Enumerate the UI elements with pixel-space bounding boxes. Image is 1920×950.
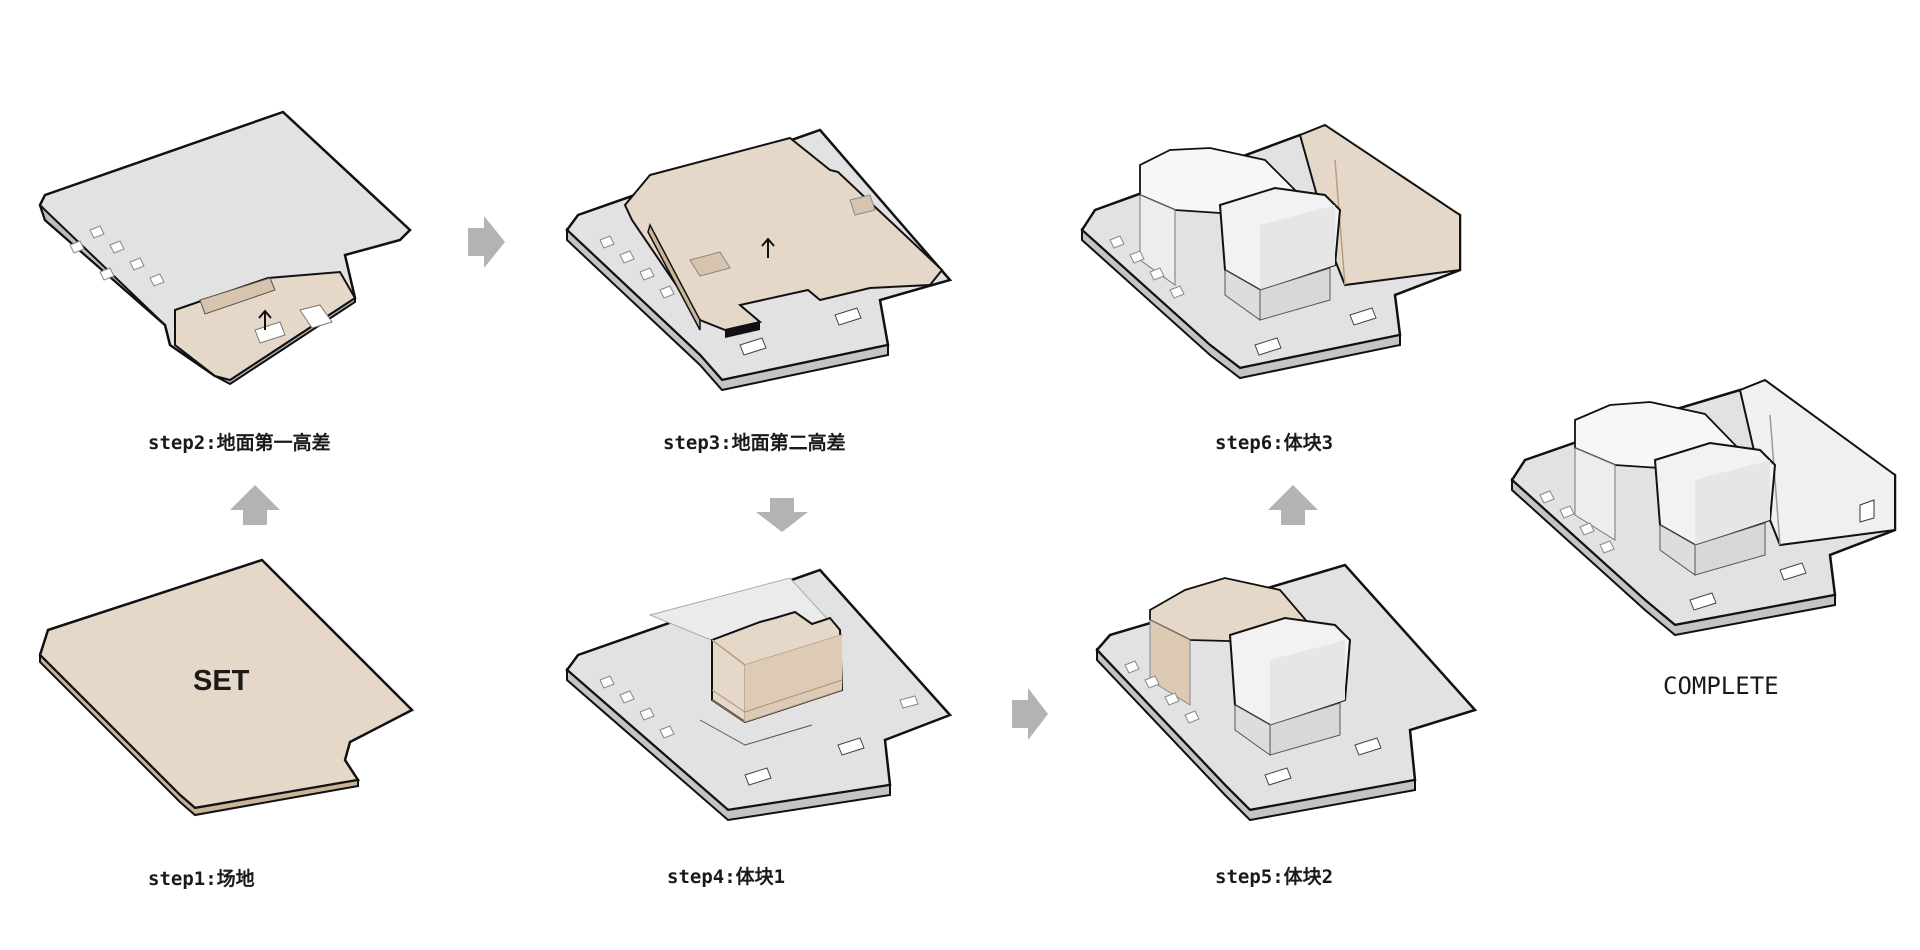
- flow-arrow-up-2: [1268, 485, 1318, 525]
- step5-parking: [1124, 660, 1382, 786]
- step4-parking: [599, 675, 919, 786]
- step2-caption: step2:地面第一高差: [148, 432, 331, 454]
- flow-arrow-right-2: [1012, 688, 1048, 740]
- step3-parking: [599, 235, 862, 356]
- step6-caption: step6:体块3: [1215, 432, 1334, 454]
- flow-arrow-up-1: [230, 485, 280, 525]
- step2-up-arrow-icon: [258, 309, 272, 330]
- complete-model: [1510, 378, 1897, 637]
- step6-model: [1080, 123, 1462, 380]
- step3-caption: step3:地面第二高差: [663, 432, 846, 454]
- step3-up-arrow-icon: [761, 237, 775, 258]
- step1-set-text: SET: [193, 665, 250, 697]
- step4-caption: step4:体块1: [667, 866, 786, 888]
- flow-arrow-right-1: [468, 216, 505, 268]
- complete-parking: [1539, 490, 1807, 611]
- step1-caption: step1:场地: [148, 868, 255, 890]
- step1-model: [38, 558, 415, 817]
- step5-caption: step5:体块2: [1215, 866, 1334, 888]
- complete-caption: COMPLETE: [1663, 672, 1779, 700]
- step5-model: [1095, 563, 1478, 822]
- flow-arrow-down-1: [756, 498, 808, 532]
- step6-parking: [1109, 235, 1377, 356]
- step2-parking-left: [69, 225, 165, 287]
- step3-model: [565, 128, 953, 392]
- step2-model: [38, 110, 412, 386]
- step4-model: [565, 568, 953, 822]
